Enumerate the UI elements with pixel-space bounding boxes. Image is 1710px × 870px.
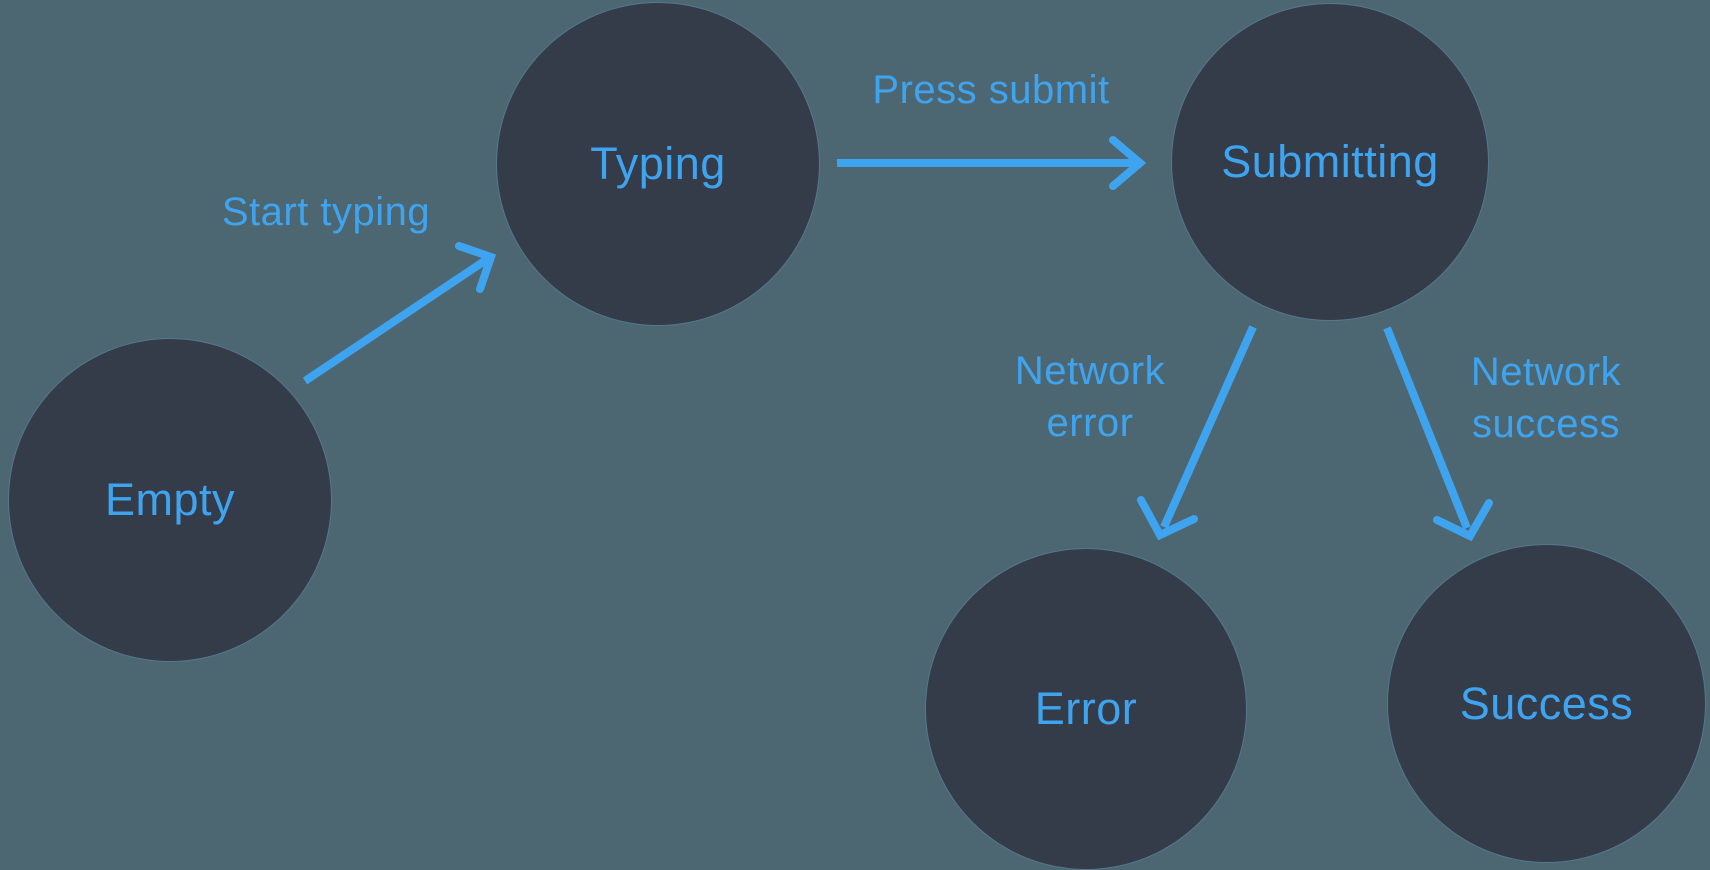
state-label-typing: Typing [590,138,726,189]
arrow-submitting-to-error-icon [1137,325,1257,541]
state-node-error: Error [926,549,1246,869]
state-node-success: Success [1388,545,1705,862]
arrow-submitting-to-success-icon [1383,326,1493,542]
transition-label-start-typing: Start typing [221,190,431,234]
transition-label-network-success: Network success [1470,350,1622,446]
state-label-error: Error [1034,683,1138,734]
state-node-typing: Typing [497,3,819,325]
arrow-typing-to-submitting-icon [837,136,1147,190]
state-label-submitting: Submitting [1221,136,1439,187]
state-label-success: Success [1459,677,1634,729]
state-label-empty: Empty [104,474,236,525]
arrow-empty-to-typing-icon [302,242,497,385]
transition-label-network-error: Network error [1014,349,1166,445]
state-node-empty: Empty [9,339,331,661]
transition-label-press-submit: Press submit [872,68,1110,112]
state-node-submitting: Submitting [1172,4,1488,320]
